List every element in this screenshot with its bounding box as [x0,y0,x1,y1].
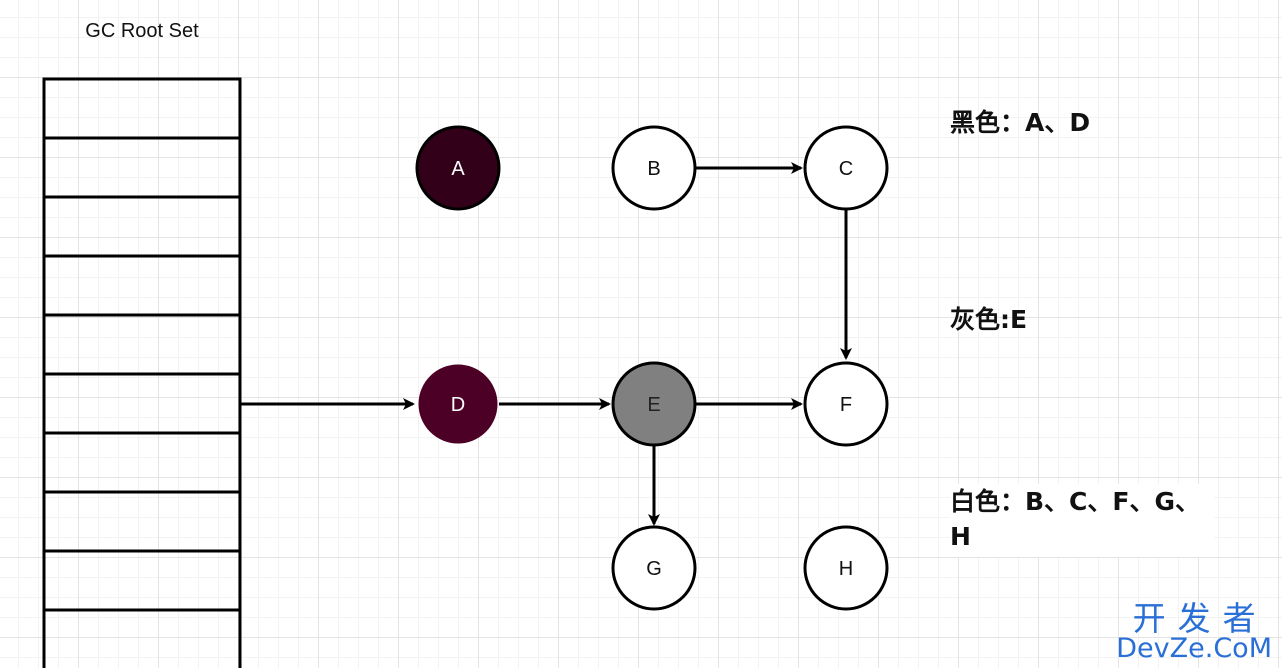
node-g-circle [611,525,697,611]
watermark-en: DevZe.CoM [1116,633,1272,664]
node-g: G [611,525,697,611]
node-h-circle [803,525,889,611]
node-h: H [803,525,889,611]
node-d: D [418,364,498,444]
node-c-circle [803,125,889,211]
root-set-table [42,77,242,668]
root-set-title: GC Root Set [85,20,199,42]
legend-gray: 灰色:E [950,305,1028,334]
node-h-label: H [839,558,853,580]
node-e-circle [611,361,697,447]
node-a-circle [415,125,501,211]
node-b-circle [611,125,697,211]
node-e: E [611,361,697,447]
node-f: F [803,361,889,447]
node-d-label: D [451,394,465,416]
node-c-label: C [839,158,853,180]
edges [240,162,852,526]
node-d-circle [418,364,498,444]
watermark-cn: 开发者 [1132,599,1268,638]
node-c: C [803,125,889,211]
node-a: A [415,125,501,211]
node-a-label: A [451,158,465,180]
node-b: B [611,125,697,211]
legend-black: 黑色：A、D [950,108,1091,137]
legend-white: 白色：B、C、F、G、H [950,484,1214,557]
root-set-outline [42,77,242,668]
watermark: 开发者 DevZe.CoM [1116,602,1272,662]
node-f-circle [803,361,889,447]
node-b-label: B [647,158,660,180]
node-g-label: G [646,558,662,580]
node-e-label: E [647,394,660,416]
node-f-label: F [840,394,852,416]
